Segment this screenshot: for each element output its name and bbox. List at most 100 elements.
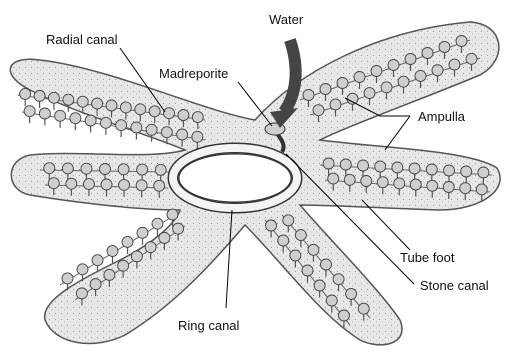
ring-canal xyxy=(173,148,297,208)
ampulla xyxy=(354,72,365,83)
ampulla xyxy=(177,129,188,140)
ampulla xyxy=(122,236,133,247)
ampulla xyxy=(333,274,344,285)
ampulla xyxy=(283,215,294,226)
ampulla xyxy=(100,117,111,128)
ampulla xyxy=(321,259,332,270)
ampulla xyxy=(92,98,103,109)
ampulla xyxy=(314,280,325,291)
ampulla xyxy=(426,164,437,175)
ampulla xyxy=(76,288,87,299)
ampulla xyxy=(340,159,351,170)
ampulla xyxy=(330,99,341,110)
label-water: Water xyxy=(269,12,304,27)
ampulla xyxy=(34,90,45,101)
ampulla xyxy=(173,223,184,234)
ampulla xyxy=(405,54,416,65)
ampulla xyxy=(358,160,369,171)
ampulla xyxy=(392,162,403,173)
ampulla xyxy=(337,78,348,89)
label-ring-canal: Ring canal xyxy=(178,318,240,333)
ampulla xyxy=(326,295,337,306)
ampulla xyxy=(439,42,450,53)
ampulla xyxy=(101,179,112,190)
ampulla xyxy=(66,178,77,189)
ampulla xyxy=(118,164,129,175)
ampulla xyxy=(20,88,31,99)
label-radial-canal: Radial canal xyxy=(46,32,118,47)
ampulla xyxy=(146,124,157,135)
ampulla xyxy=(145,242,156,253)
ampulla xyxy=(358,303,369,314)
ampulla xyxy=(70,113,81,124)
ampulla xyxy=(131,122,142,133)
ampulla xyxy=(137,227,148,238)
ampulla xyxy=(48,178,59,189)
ampulla xyxy=(77,96,88,107)
ampulla xyxy=(63,94,74,105)
ampulla xyxy=(116,120,127,131)
ampulla xyxy=(62,163,73,174)
ampulla xyxy=(154,180,165,191)
ampulla xyxy=(346,288,357,299)
ampulla xyxy=(266,220,277,231)
ampulla xyxy=(456,36,467,47)
ampulla xyxy=(364,88,375,99)
ampulla xyxy=(290,250,301,261)
ampulla xyxy=(338,310,349,321)
ampulla xyxy=(24,106,35,117)
ampulla xyxy=(422,48,433,59)
ampulla xyxy=(131,251,142,262)
ampulla xyxy=(39,108,50,119)
ampulla xyxy=(476,184,487,195)
ampulla xyxy=(320,84,331,95)
ampulla xyxy=(409,163,420,174)
ampulla xyxy=(48,92,59,103)
ampulla xyxy=(55,110,66,121)
ampulla xyxy=(149,106,160,117)
label-ampulla: Ampulla xyxy=(418,109,466,124)
ampulla xyxy=(461,166,472,177)
ampulla xyxy=(432,65,443,76)
ampulla xyxy=(136,180,147,191)
ampulla xyxy=(410,179,421,190)
ampulla xyxy=(313,105,324,116)
ampulla xyxy=(62,273,73,284)
ampulla xyxy=(415,70,426,81)
ampulla xyxy=(303,90,314,101)
ampulla xyxy=(155,164,166,175)
ampulla xyxy=(478,167,489,178)
ampulla xyxy=(135,104,146,115)
ampulla xyxy=(371,66,382,77)
ampulla xyxy=(361,176,372,187)
ampulla xyxy=(164,108,175,119)
ampulla xyxy=(375,161,386,172)
ampulla xyxy=(388,60,399,71)
ampulla xyxy=(100,164,111,175)
ampulla xyxy=(394,178,405,189)
ampulla xyxy=(92,255,103,266)
ampulla xyxy=(120,102,131,113)
ampulla xyxy=(460,183,471,194)
ampulla xyxy=(161,127,172,138)
ampulla xyxy=(323,158,334,169)
ampulla xyxy=(295,230,306,241)
ampulla xyxy=(159,232,170,243)
ampulla xyxy=(377,177,388,188)
label-stone-canal: Stone canal xyxy=(420,278,489,293)
ampulla xyxy=(118,260,129,271)
ampulla xyxy=(85,115,96,126)
label-tube-foot: Tube foot xyxy=(400,250,455,265)
ampulla xyxy=(449,59,460,70)
ampulla xyxy=(137,164,148,175)
ampulla xyxy=(77,264,88,275)
ampulla xyxy=(381,82,392,93)
ampulla xyxy=(328,173,339,184)
ampulla xyxy=(443,182,454,193)
ampulla xyxy=(278,235,289,246)
ampulla xyxy=(119,179,130,190)
label-madreporite: Madreporite xyxy=(159,66,228,81)
ampulla xyxy=(83,179,94,190)
